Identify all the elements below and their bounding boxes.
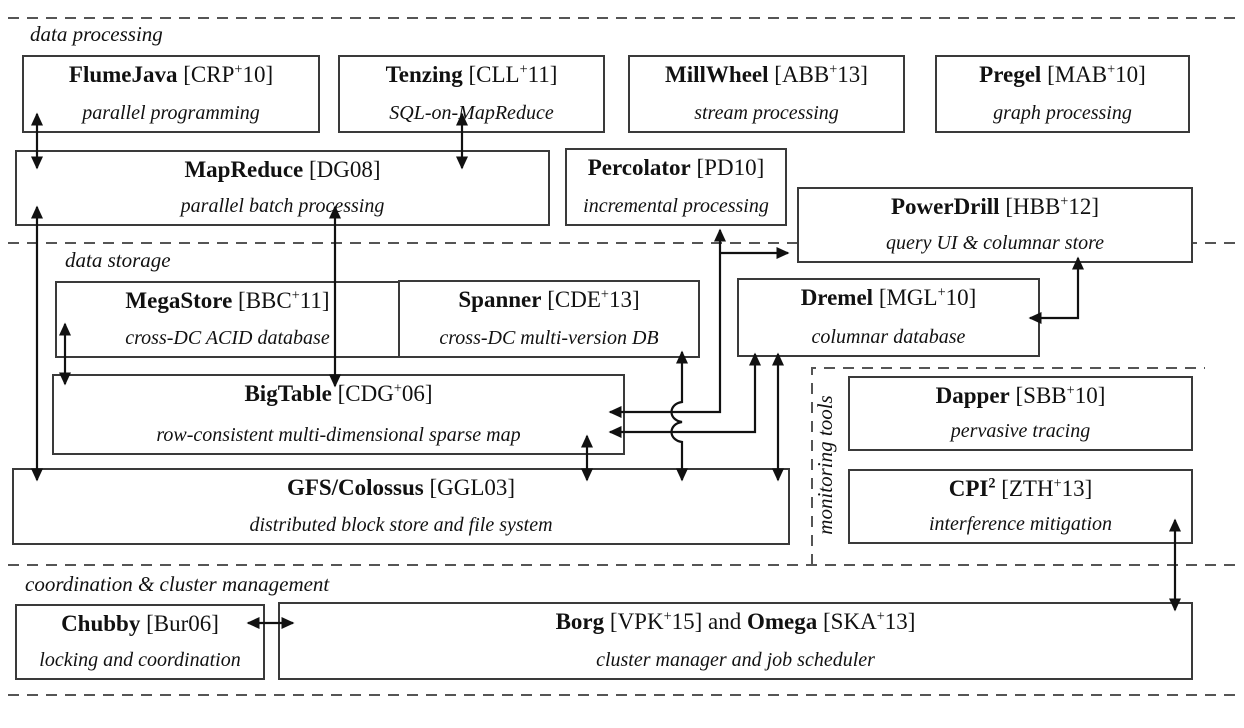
box-subtitle-powerdrill: query UI & columnar store [885,232,1105,254]
box-mapreduce: MapReduce [DG08] parallel batch processin… [15,150,550,226]
box-cpi2: CPI2 [ZTH+13] interference mitigation [848,469,1193,544]
box-subtitle-dapper: pervasive tracing [950,420,1091,442]
box-title-cpi2: CPI2 [ZTH+13] [948,475,1093,501]
monitoring-dashed-frame [811,367,1205,565]
box-title-chubby: Chubby [Bur06] [61,611,219,636]
box-millwheel: MillWheel [ABB+13] stream processing [628,55,905,133]
box-title-flumejava: FlumeJava [CRP+10] [68,61,274,87]
box-subtitle-spanner: cross-DC multi-version DB [439,327,659,349]
box-subtitle-cpi2: interference mitigation [928,513,1113,535]
box-title-mapreduce: MapReduce [DG08] [184,157,381,182]
box-title-tenzing: Tenzing [CLL+11] [385,61,558,87]
box-flumejava: FlumeJava [CRP+10] parallel programming [22,55,320,133]
box-title-borg: Borg [VPK+15] and Omega [SKA+13] [555,608,916,634]
box-chubby: Chubby [Bur06] locking and coordination [15,604,265,680]
box-title-bigtable: BigTable [CDG+06] [244,380,433,406]
box-title-millwheel: MillWheel [ABB+13] [665,61,868,87]
box-percolator: Percolator [PD10] incremental processing [565,148,787,226]
box-subtitle-bigtable: row-consistent multi-dimensional sparse … [156,424,521,446]
box-subtitle-megastore: cross-DC ACID database [125,327,330,349]
box-subtitle-millwheel: stream processing [694,102,839,124]
box-subtitle-gfs: distributed block store and file system [249,514,553,536]
box-subtitle-flumejava: parallel programming [82,102,260,124]
box-gfs: GFS/Colossus [GGL03] distributed block st… [12,468,790,545]
box-title-megastore: MegaStore [BBC+11] [125,287,330,313]
box-subtitle-mapreduce: parallel batch processing [180,195,385,217]
box-tenzing: Tenzing [CLL+11] SQL-on-MapReduce [338,55,605,133]
box-title-pregel: Pregel [MAB+10] [979,61,1146,87]
box-subtitle-percolator: incremental processing [583,195,769,217]
box-spanner: Spanner [CDE+13] cross-DC multi-version D… [398,280,700,358]
box-title-spanner: Spanner [CDE+13] [458,286,640,312]
box-pregel: Pregel [MAB+10] graph processing [935,55,1190,133]
box-title-dapper: Dapper [SBB+10] [935,382,1106,408]
box-subtitle-pregel: graph processing [993,102,1132,124]
box-bigtable: BigTable [CDG+06] row-consistent multi-di… [52,374,625,455]
box-subtitle-tenzing: SQL-on-MapReduce [389,102,554,124]
box-borg: Borg [VPK+15] and Omega [SKA+13] cluster … [278,602,1193,680]
box-dapper: Dapper [SBB+10] pervasive tracing [848,376,1193,451]
box-dremel: Dremel [MGL+10] columnar database [737,278,1040,357]
box-title-percolator: Percolator [PD10] [587,155,765,180]
box-title-gfs: GFS/Colossus [GGL03] [286,475,516,500]
box-megastore: MegaStore [BBC+11] cross-DC ACID database [55,281,400,358]
box-subtitle-dremel: columnar database [811,326,966,348]
box-powerdrill: PowerDrill [HBB+12] query UI & columnar s… [797,187,1193,263]
box-title-dremel: Dremel [MGL+10] [800,284,977,310]
box-subtitle-chubby: locking and coordination [39,649,241,671]
box-subtitle-borg: cluster manager and job scheduler [596,649,875,671]
box-title-powerdrill: PowerDrill [HBB+12] [891,193,1099,219]
